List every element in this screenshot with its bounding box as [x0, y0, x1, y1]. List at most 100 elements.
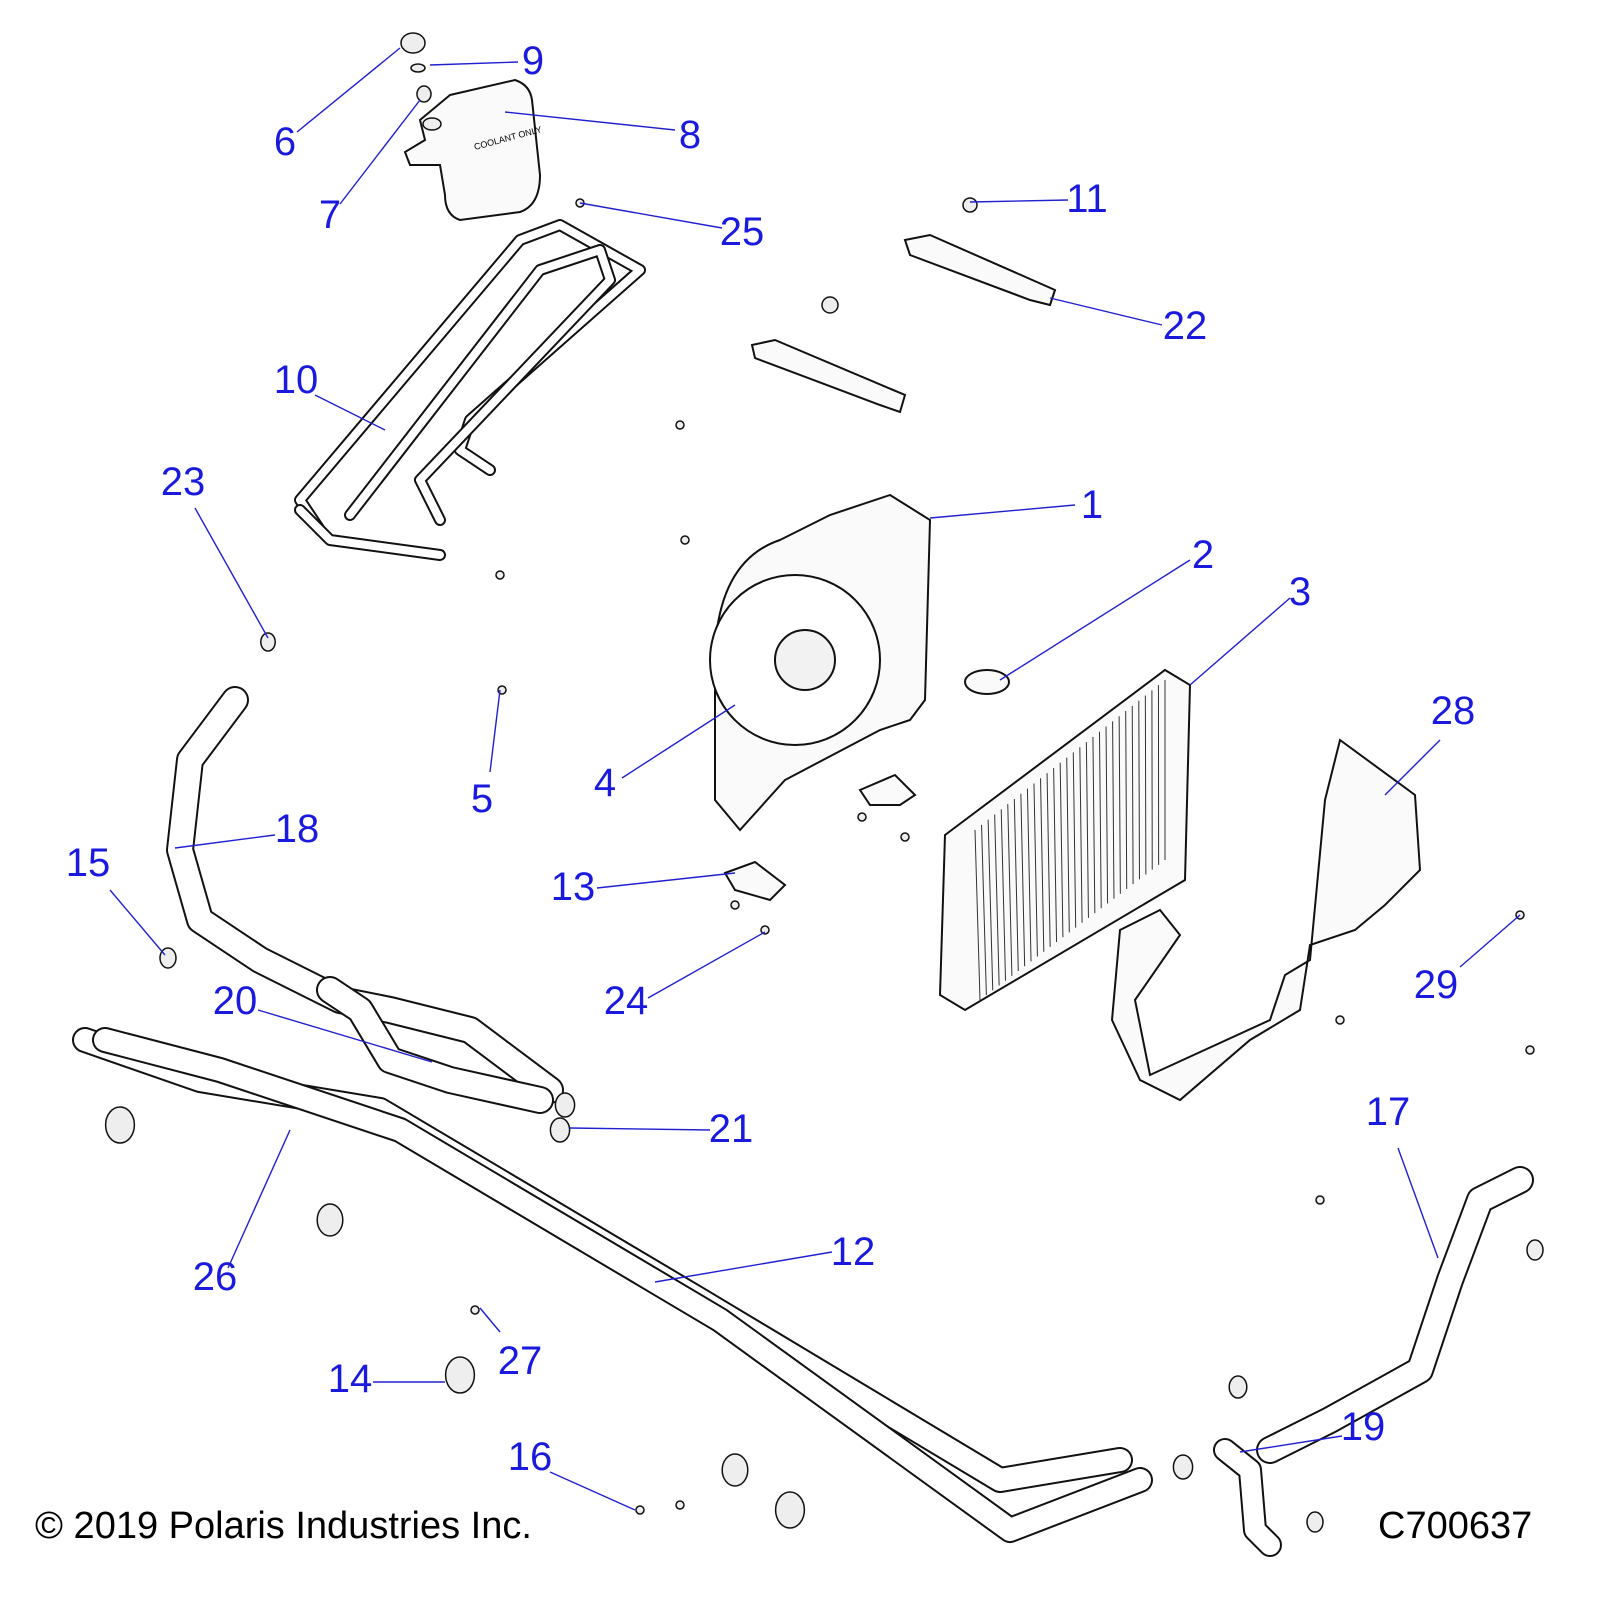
- callout-20: 20: [213, 979, 258, 1023]
- leader-line-28: [1384, 739, 1441, 796]
- leader-line-26: [227, 1129, 291, 1269]
- bracket-upper: [903, 233, 1057, 307]
- hose: [1215, 1440, 1280, 1555]
- fastener: [635, 1505, 645, 1515]
- fan-mount-bracket: [723, 860, 787, 902]
- callout-10: 10: [274, 358, 319, 402]
- callout-18: 18: [275, 807, 320, 851]
- callout-27: 27: [498, 1339, 543, 1383]
- callout-16: 16: [508, 1435, 553, 1479]
- leader-line-20: [257, 1009, 433, 1063]
- leader-line-29: [1459, 914, 1521, 968]
- hose: [168, 688, 562, 1102]
- radiator-cap: [964, 669, 1010, 695]
- leader-line-8: [504, 111, 676, 131]
- leader-line-16: [549, 1471, 636, 1511]
- callout-24: 24: [604, 979, 649, 1023]
- leader-line-13: [596, 872, 736, 889]
- air-duct: [1110, 738, 1422, 1102]
- callout-26: 26: [193, 1255, 238, 1299]
- hose-clamp: [260, 632, 276, 652]
- hose: [346, 246, 614, 524]
- nut: [962, 197, 978, 213]
- callout-23: 23: [161, 460, 206, 504]
- leader-line-11: [969, 199, 1069, 203]
- hose-clamp: [1306, 1511, 1324, 1533]
- leader-line-27: [479, 1307, 501, 1333]
- callout-12: 12: [831, 1230, 876, 1274]
- fastener: [495, 570, 505, 580]
- fastener: [1525, 1045, 1535, 1055]
- leader-line-22: [1049, 297, 1163, 326]
- callout-4: 4: [594, 761, 616, 805]
- fan-hub: [774, 629, 836, 691]
- leader-line-24: [647, 931, 766, 999]
- leader-line-21: [569, 1127, 711, 1131]
- hose: [318, 978, 552, 1112]
- callout-13: 13: [551, 865, 596, 909]
- leader-line-10: [314, 394, 386, 431]
- hose-clamp: [721, 1453, 749, 1487]
- fastener: [1335, 1015, 1345, 1025]
- fastener: [470, 1305, 480, 1315]
- leader-line-1: [929, 504, 1076, 519]
- callout-7: 7: [319, 193, 341, 237]
- callout-3: 3: [1289, 570, 1311, 614]
- coolant-reservoir: [403, 78, 542, 222]
- fan-mount-bracket: [858, 773, 917, 806]
- hose-clamp: [549, 1117, 571, 1143]
- fastener: [760, 925, 770, 935]
- callout-28: 28: [1431, 689, 1476, 733]
- fastener: [900, 832, 910, 842]
- leader-line-15: [109, 889, 166, 956]
- hose-clamp: [316, 1203, 344, 1237]
- leader-line-3: [1189, 597, 1291, 686]
- hose-clamp: [104, 1106, 136, 1144]
- callout-22: 22: [1163, 304, 1208, 348]
- parts-illustration: COOLANT ONLY: [72, 32, 1544, 1557]
- callout-14: 14: [328, 1357, 373, 1401]
- leader-line-18: [174, 834, 276, 849]
- hose-clamp: [774, 1491, 806, 1529]
- callout-5: 5: [471, 777, 493, 821]
- fastener: [675, 1500, 685, 1510]
- callout-17: 17: [1366, 1090, 1411, 1134]
- radiator: [938, 668, 1192, 1012]
- leader-line-6: [296, 47, 401, 133]
- callout-25: 25: [720, 210, 765, 254]
- nut: [821, 296, 839, 314]
- fastener: [675, 420, 685, 430]
- tank-neck: [422, 117, 442, 131]
- grommet: [416, 85, 432, 103]
- fastener: [730, 900, 740, 910]
- leader-line-17: [1397, 1147, 1439, 1259]
- hose: [296, 506, 444, 559]
- leader-line-9: [429, 61, 519, 66]
- leader-line-23: [194, 507, 269, 639]
- drawing-number: C700637: [1378, 1505, 1533, 1547]
- reservoir-cap: [400, 32, 426, 54]
- leader-line-5: [489, 689, 501, 773]
- hose-clamp: [1172, 1454, 1194, 1480]
- callout-6: 6: [274, 120, 296, 164]
- callout-11: 11: [1066, 177, 1108, 221]
- leader-line-12: [654, 1251, 833, 1283]
- callout-2: 2: [1192, 533, 1214, 577]
- hose-clamp: [1228, 1375, 1248, 1399]
- hose-clamp: [1526, 1239, 1544, 1261]
- callout-21: 21: [709, 1107, 754, 1151]
- callout-1: 1: [1081, 483, 1103, 527]
- fastener: [680, 535, 690, 545]
- hose: [296, 221, 644, 534]
- hose: [94, 1029, 1151, 1541]
- callout-29: 29: [1414, 963, 1459, 1007]
- leader-line-19: [1239, 1435, 1343, 1453]
- leader-line-7: [339, 99, 421, 205]
- leader-line-4: [621, 704, 736, 779]
- callout-8: 8: [679, 113, 701, 157]
- leader-line-25: [579, 202, 723, 229]
- callout-15: 15: [66, 841, 111, 885]
- hose-clamp: [444, 1356, 476, 1394]
- leader-line-2: [999, 559, 1191, 681]
